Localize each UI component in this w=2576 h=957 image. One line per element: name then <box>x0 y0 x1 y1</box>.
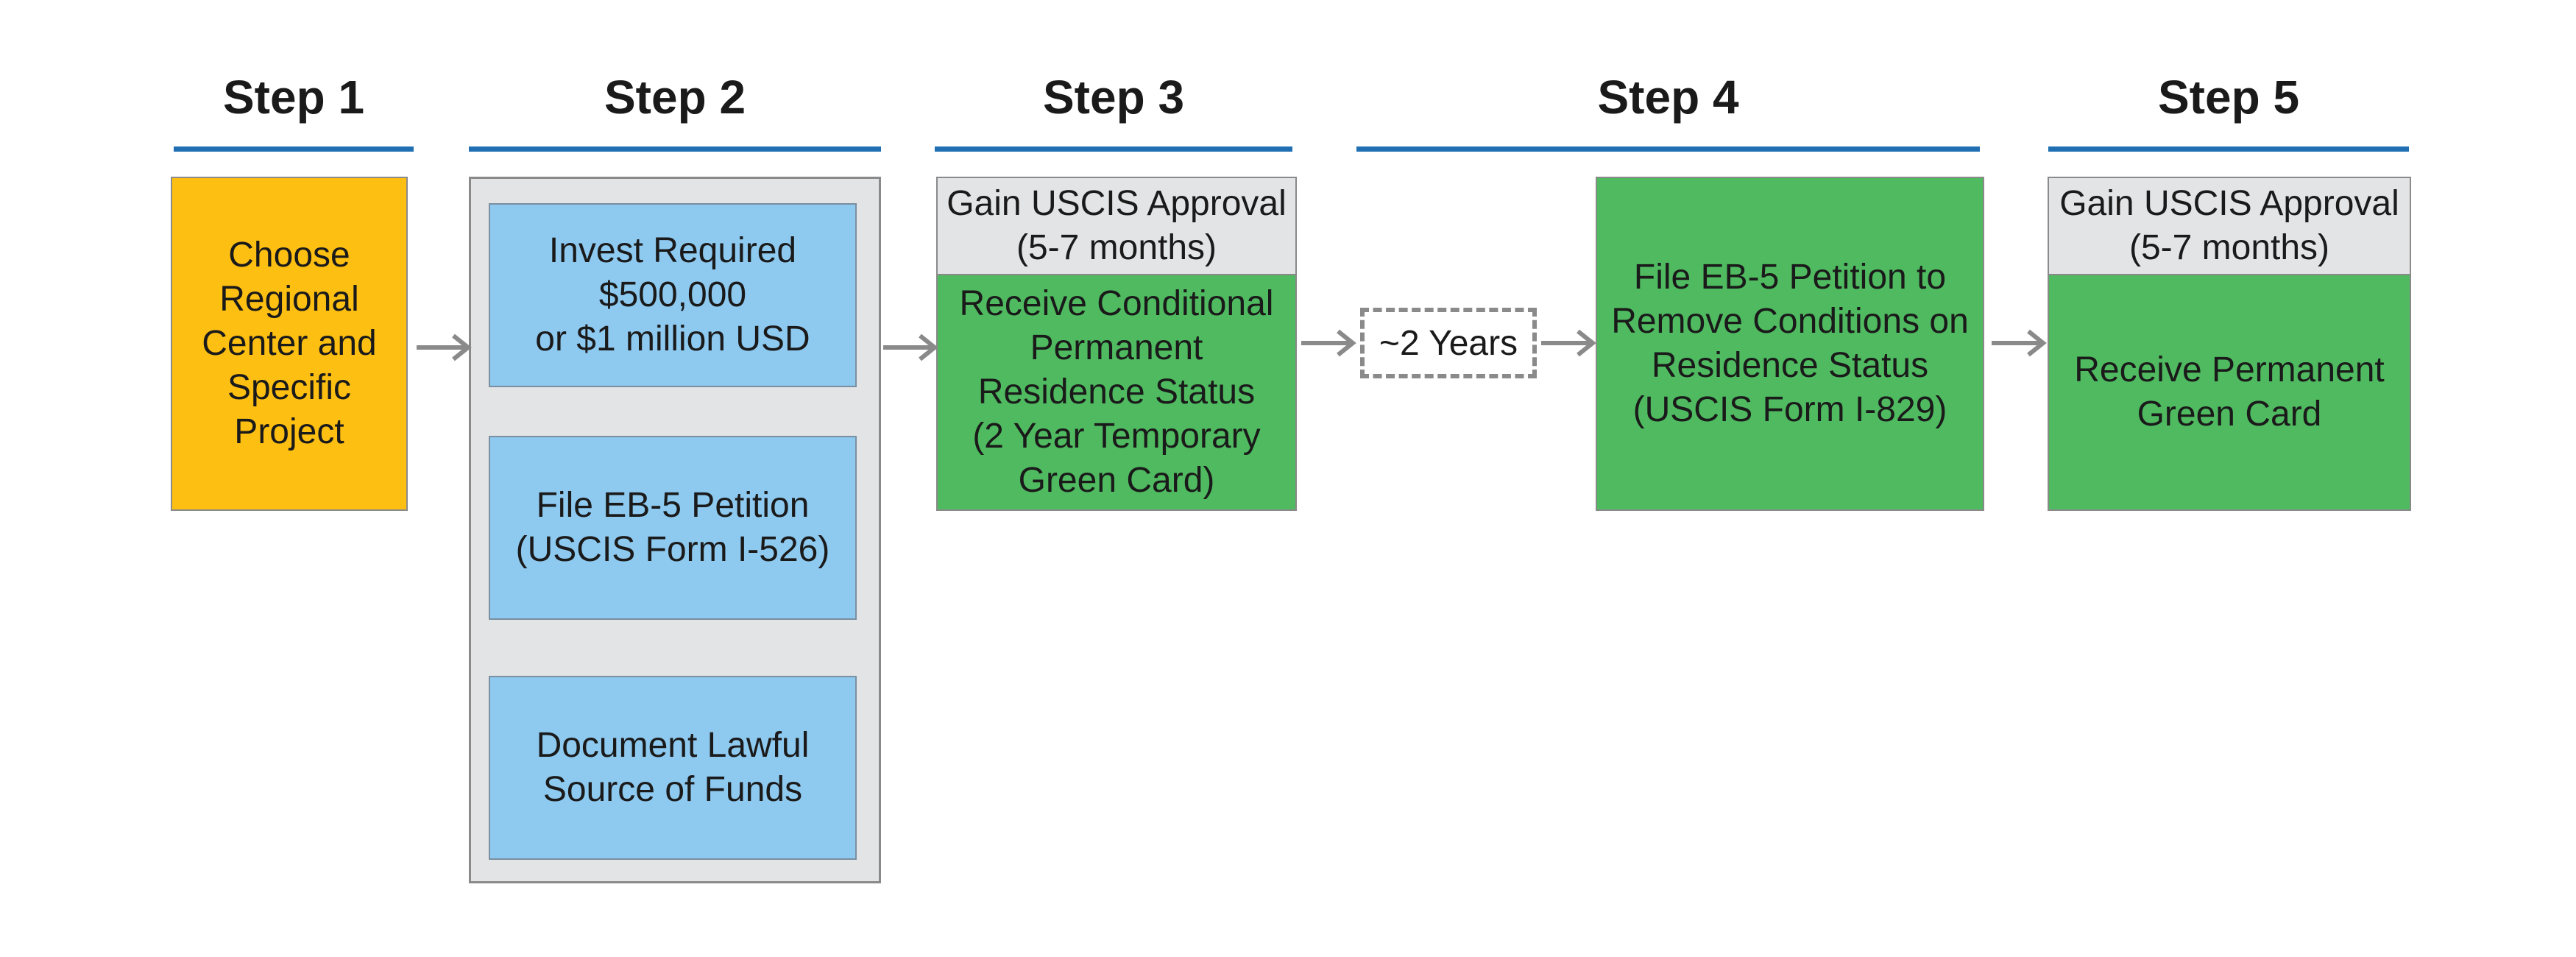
choose-project-box: Choose Regional Center and Specific Proj… <box>171 177 408 511</box>
step-4-title: Step 4 <box>1597 71 1739 124</box>
choose-project-text: Choose Regional Center and Specific Proj… <box>202 236 377 451</box>
arrow-step4-to-step5 <box>1992 329 2047 357</box>
document-funds-text: Document Lawful Source of Funds <box>536 726 810 809</box>
step-3-rule <box>935 146 1292 152</box>
step-5-rule <box>2048 146 2409 152</box>
gain-approval-text-step-5: Gain USCIS Approval (5-7 months) <box>2059 184 2399 267</box>
file-i829-box: File EB-5 Petition to Remove Conditions … <box>1596 177 1984 511</box>
gain-approval-box-step-5: Gain USCIS Approval (5-7 months) <box>2048 177 2411 275</box>
arrow-step1-to-step2 <box>417 333 472 361</box>
step-2-rule <box>469 146 881 152</box>
step-3-title: Step 3 <box>1042 71 1185 124</box>
permanent-card-box: Receive Permanent Green Card <box>2048 274 2411 511</box>
step-2-title: Step 2 <box>604 71 746 124</box>
step-5-title: Step 5 <box>2157 71 2300 124</box>
two-years-text: ~2 Years <box>1379 323 1518 363</box>
invest-required-box: Invest Required $500,000 or $1 million U… <box>489 203 857 387</box>
step-1-title: Step 1 <box>222 71 365 124</box>
arrow-step3-to-two-years <box>1301 329 1356 357</box>
arrow-two-years-to-step4 <box>1541 329 1596 357</box>
step-1-rule <box>174 146 414 152</box>
file-i829-text: File EB-5 Petition to Remove Conditions … <box>1611 258 1969 429</box>
gain-approval-text-step-3: Gain USCIS Approval (5-7 months) <box>946 184 1287 267</box>
conditional-residence-box: Receive Conditional Permanent Residence … <box>936 274 1297 511</box>
invest-required-text: Invest Required $500,000 or $1 million U… <box>535 231 810 359</box>
file-i526-box: File EB-5 Petition (USCIS Form I-526) <box>489 436 857 620</box>
arrow-step2-to-step3 <box>883 333 938 361</box>
conditional-residence-text: Receive Conditional Permanent Residence … <box>959 284 1274 500</box>
permanent-card-text: Receive Permanent Green Card <box>2074 350 2385 434</box>
step-4-rule <box>1356 146 1980 152</box>
gain-approval-box-step-3: Gain USCIS Approval (5-7 months) <box>936 177 1297 275</box>
two-years-box: ~2 Years <box>1360 308 1537 378</box>
document-funds-box: Document Lawful Source of Funds <box>489 676 857 860</box>
file-i526-text: File EB-5 Petition (USCIS Form I-526) <box>515 486 830 569</box>
